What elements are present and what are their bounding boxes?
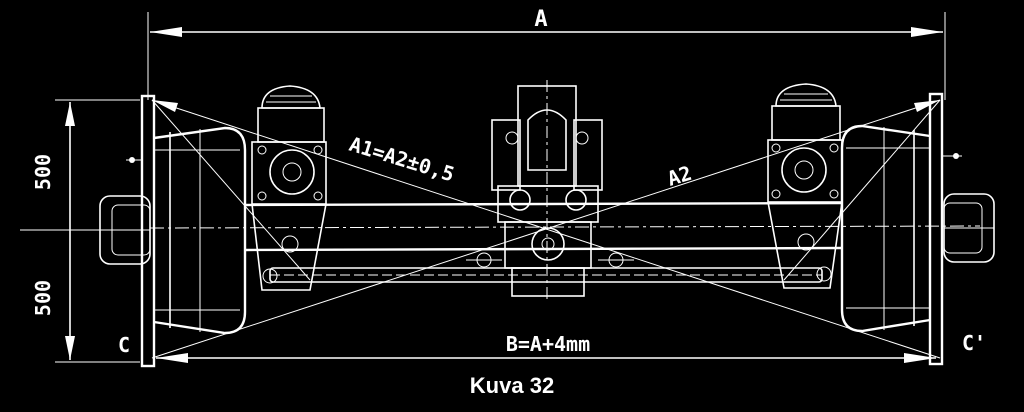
left-wheel-assembly (99, 94, 247, 368)
dimension-a: A (147, 7, 946, 100)
dimension-a-label: A (534, 7, 547, 32)
left-air-spring (251, 85, 327, 291)
diagonal-a1-label: A1=A2±0,5 (347, 132, 458, 187)
diagonal-a2-label: A2 (664, 161, 694, 191)
dimension-lower-500: 500 (31, 280, 55, 316)
axle-beam (149, 201, 981, 283)
axle-drawing: A 500 500 (20, 7, 995, 368)
right-wheel-assembly (840, 92, 995, 366)
corner-c-label: C (118, 333, 130, 357)
dimension-upper-500: 500 (31, 154, 55, 190)
right-air-spring (767, 83, 843, 289)
dimension-vertical: 500 500 (20, 99, 140, 363)
figure-caption: Kuva 32 (469, 373, 555, 398)
corner-c-prime-label: C' (962, 331, 986, 355)
dimension-b-label: B=A+4mm (506, 332, 590, 356)
dimension-b: B=A+4mm (156, 332, 936, 363)
diagonal-lines (151, 99, 941, 359)
center-assembly (466, 80, 634, 300)
